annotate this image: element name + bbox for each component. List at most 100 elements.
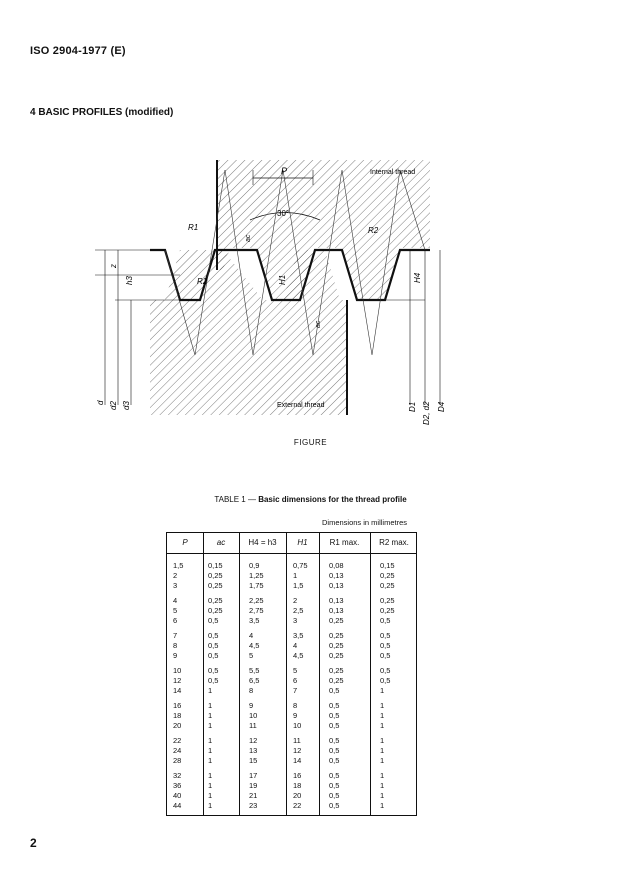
- internal-thread-region: [217, 160, 430, 300]
- table-cell: 12: [249, 736, 258, 745]
- table-cell: 0,5: [329, 746, 340, 755]
- table-cell: 20: [293, 791, 302, 800]
- table-cell: 0,5: [329, 701, 340, 710]
- table-cell: 1: [208, 756, 213, 765]
- label-internal-thread: Internal thread: [370, 169, 415, 176]
- label-D1: D1: [408, 402, 417, 412]
- table-cell: 21: [249, 791, 258, 800]
- table-cell: 1: [380, 791, 385, 800]
- table-cell: 0,25: [380, 606, 395, 615]
- label-r2-right: R2: [368, 226, 379, 235]
- table-caption-title: Basic dimensions for the thread profile: [258, 495, 407, 504]
- label-ac-top: ac: [245, 234, 252, 242]
- table-cell: 0,25: [380, 571, 395, 580]
- table-cell: 0,25: [380, 581, 395, 590]
- table-header-cell: R1 max.: [329, 538, 360, 547]
- table-cell: 0,25: [208, 606, 223, 615]
- table-cell: 1: [208, 701, 213, 710]
- table-cell: 0,5: [329, 736, 340, 745]
- table-cell: 1,5: [293, 581, 304, 590]
- table-cell: 1: [208, 736, 213, 745]
- table-cell: 1: [380, 756, 385, 765]
- table-caption-prefix: TABLE 1 —: [214, 495, 259, 504]
- table-cell: 4,5: [249, 641, 260, 650]
- table-header-cell: H1: [297, 538, 308, 547]
- figure-caption: FIGURE: [293, 438, 328, 447]
- table-cell: 19: [249, 781, 258, 790]
- table-cell: 1: [208, 791, 213, 800]
- table-cell: 6: [293, 676, 298, 685]
- table-cell: 23: [249, 801, 258, 810]
- table-cell: 0,5: [329, 801, 340, 810]
- table-cell: 10: [293, 721, 302, 730]
- external-thread-region: [150, 250, 360, 415]
- label-r2-left: R2: [197, 277, 208, 286]
- thread-profile-line: [150, 248, 430, 302]
- table-cell: 5: [249, 651, 254, 660]
- table-cell: 0,25: [329, 666, 344, 675]
- table-header-cell: ac: [216, 538, 226, 547]
- table-cell: 28: [173, 756, 182, 765]
- label-r1: R1: [188, 223, 198, 232]
- table-cell: 8: [173, 641, 178, 650]
- table-cell: 40: [173, 791, 182, 800]
- label-p: P: [281, 166, 287, 176]
- table-cell: 0,5: [329, 756, 340, 765]
- table-cell: 14: [293, 756, 302, 765]
- table-cell: 0,25: [329, 641, 344, 650]
- table-cell: 11: [293, 736, 301, 745]
- table-header-cell: P: [182, 538, 188, 547]
- table-cell: 1: [208, 771, 213, 780]
- table-cell: 7: [173, 631, 178, 640]
- table-cell: 0,25: [329, 616, 344, 625]
- table-cell: 1: [380, 771, 385, 780]
- label-h4: H4: [413, 272, 422, 283]
- table-cell: 18: [293, 781, 302, 790]
- table-cell: 0,25: [329, 651, 344, 660]
- table-cell: 0,5: [208, 631, 219, 640]
- table-cell: 0,5: [208, 666, 219, 675]
- table-cell: 7: [293, 686, 298, 695]
- page-number: 2: [30, 836, 37, 850]
- table-cell: 1: [380, 801, 385, 810]
- label-external-thread: External thread: [277, 402, 325, 409]
- table-cell: 14: [173, 686, 182, 695]
- table-cell: 4: [293, 641, 298, 650]
- table-cell: 0,5: [380, 631, 391, 640]
- table-cell: 16: [293, 771, 302, 780]
- units-note: Dimensions in millimetres: [322, 518, 408, 527]
- table-cell: 0,5: [329, 721, 340, 730]
- table-cell: 5,5: [249, 666, 260, 675]
- table-cell: 0,13: [329, 571, 344, 580]
- table-cell: 2: [293, 596, 298, 605]
- label-z: z: [109, 264, 118, 269]
- table-cell: 9: [173, 651, 178, 660]
- thread-profile-figure: P Internal thread 30° R1 R2 R2 ac H1 ac …: [95, 160, 445, 425]
- table-cell: 4: [173, 596, 178, 605]
- table-cell: 1,25: [249, 571, 264, 580]
- label-d: d: [96, 400, 105, 405]
- table-cell: 20: [173, 721, 182, 730]
- table-cell: 22: [293, 801, 302, 810]
- table-cell: 1: [380, 781, 385, 790]
- table-cell: 10: [249, 711, 258, 720]
- table-cell: 1: [293, 571, 298, 580]
- table-cell: 4: [249, 631, 254, 640]
- table-cell: 0,5: [380, 676, 391, 685]
- table-cell: 0,5: [329, 771, 340, 780]
- table-cell: 6,5: [249, 676, 260, 685]
- table-cell: 1: [208, 721, 213, 730]
- table-cell: 0,5: [380, 641, 391, 650]
- table-cell: 0,5: [329, 711, 340, 720]
